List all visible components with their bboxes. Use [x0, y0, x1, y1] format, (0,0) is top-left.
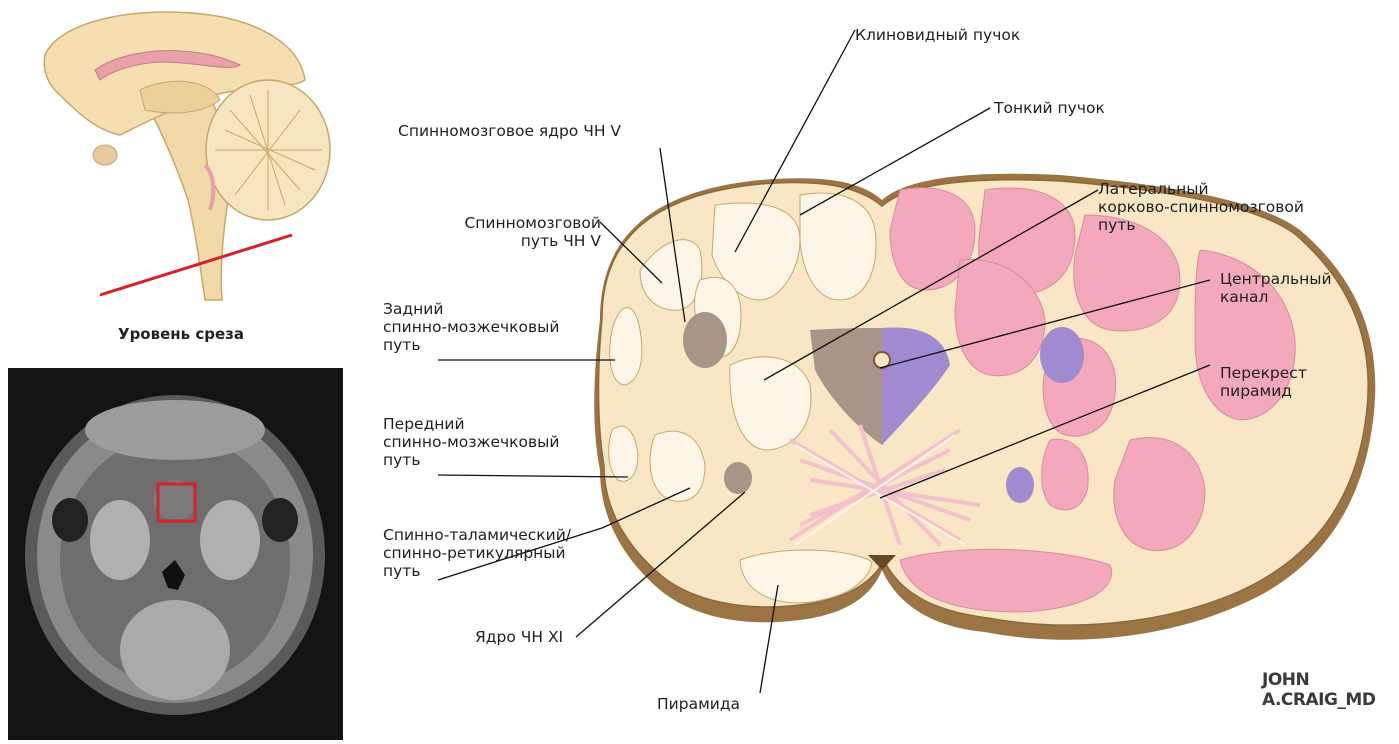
label-pyramidal-decussation: Перекрест пирамид [1220, 364, 1307, 400]
label-cuneate-fasciculus: Клиновидный пучок [855, 26, 1020, 44]
label-pyramid: Пирамида [657, 695, 740, 713]
nucleus-xi-shape [724, 462, 752, 494]
label-spinal-nucleus-v: Спинномозговое ядро ЧН V [398, 122, 621, 140]
label-lateral-corticospinal: Латеральный корково-спинномозговой путь [1098, 180, 1304, 234]
label-spinothalamic: Спинно-таламический/ спинно-ретикулярный… [383, 526, 571, 580]
right-purple-nucleus-lower [1006, 467, 1034, 503]
label-posterior-spinocerebellar: Задний спинно-мозжечковый путь [383, 300, 559, 354]
label-nucleus-xi: Ядро ЧН XI [475, 628, 563, 646]
label-central-canal: Центральный канал [1220, 270, 1332, 306]
label-anterior-spinocerebellar: Передний спинно-мозжечковый путь [383, 415, 559, 469]
label-gracile-fasciculus: Тонкий пучок [994, 99, 1105, 117]
right-purple-nucleus-upper [1040, 327, 1084, 383]
artist-signature: JOHN A.CRAIG_MD [1262, 670, 1399, 710]
spinal-nucleus-v-shape [683, 312, 727, 368]
label-spinal-tract-v: Спинномозговой путь ЧН V [433, 214, 601, 250]
